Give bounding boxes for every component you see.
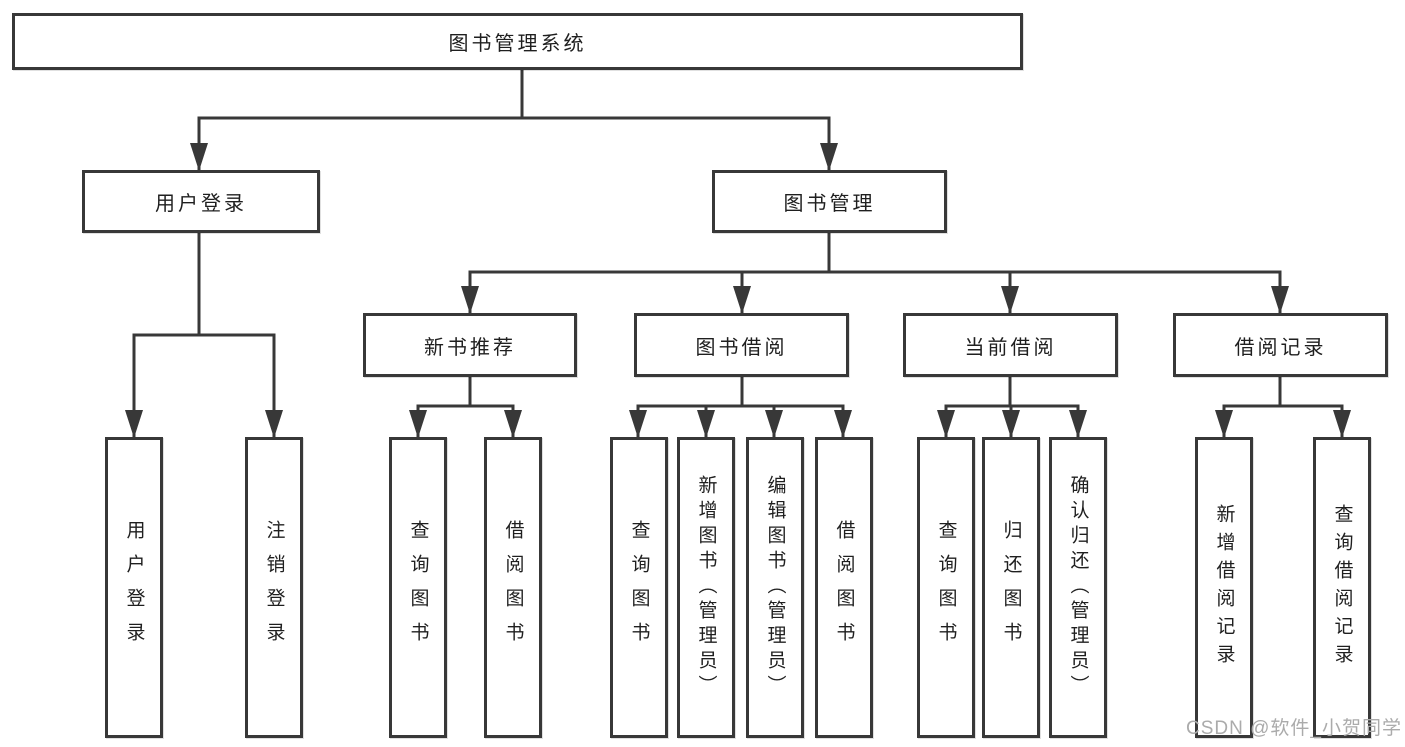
node-root-system: 图书管理系统 <box>12 13 1023 70</box>
leaf-user-login: 用户登录 <box>105 437 163 738</box>
leaf-add-book-admin: 新增图书（管理员） <box>677 437 735 738</box>
branch-book-borrowing <box>629 375 852 439</box>
node-user-login: 用户登录 <box>82 170 320 233</box>
leaf-borrow-books-borrowing: 借阅图书 <box>815 437 873 738</box>
branch-new-book-recommend <box>409 375 522 439</box>
branch-current-borrowing <box>937 375 1087 439</box>
node-new-book-recommend: 新书推荐 <box>363 313 577 377</box>
node-current-borrowing: 当前借阅 <box>903 313 1118 377</box>
node-book-management: 图书管理 <box>712 170 947 233</box>
branch-borrow-records <box>1215 375 1351 439</box>
leaf-query-books-borrowing: 查询图书 <box>610 437 668 738</box>
leaf-edit-book-admin: 编辑图书（管理员） <box>746 437 804 738</box>
branch-book-management <box>461 231 1289 315</box>
leaf-query-books-current: 查询图书 <box>917 437 975 738</box>
node-borrow-records: 借阅记录 <box>1173 313 1388 377</box>
node-book-borrowing: 图书借阅 <box>634 313 849 377</box>
leaf-borrow-books-recommend: 借阅图书 <box>484 437 542 738</box>
leaf-return-book: 归还图书 <box>982 437 1040 738</box>
leaf-query-books-recommend: 查询图书 <box>389 437 447 738</box>
leaf-confirm-return-admin: 确认归还（管理员） <box>1049 437 1107 738</box>
leaf-logout: 注销登录 <box>245 437 303 738</box>
leaf-query-borrow-record: 查询借阅记录 <box>1313 437 1371 738</box>
branch-user-login <box>125 231 283 439</box>
csdn-watermark: CSDN @软件_小贺同学 <box>1186 718 1402 739</box>
leaf-add-borrow-record: 新增借阅记录 <box>1195 437 1253 738</box>
branch-root <box>190 68 838 172</box>
